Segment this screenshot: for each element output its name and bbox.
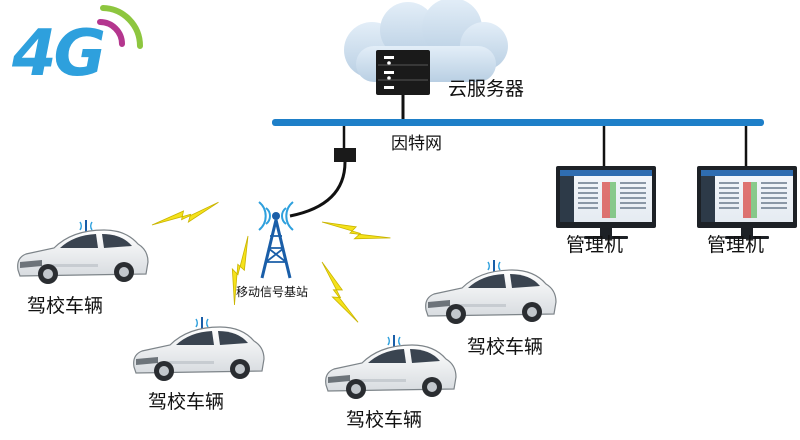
signal-bolt-3 — [319, 215, 391, 250]
car4-label: 驾校车辆 — [467, 336, 544, 358]
internet-label: 因特网 — [391, 134, 442, 154]
base-station-label: 移动信号基站 — [236, 285, 309, 299]
car1-label: 驾校车辆 — [27, 295, 104, 317]
pc-monitor-1 — [556, 166, 656, 239]
server-icon — [376, 50, 430, 122]
car-3 — [324, 334, 457, 400]
signal-bolt-4 — [316, 258, 359, 328]
signal-bolt-1 — [150, 201, 222, 232]
4g-signal-arcs — [97, 5, 143, 49]
pc1-label: 管理机 — [566, 234, 624, 256]
4g-logo: 4G — [12, 17, 106, 91]
car-4 — [424, 259, 557, 325]
car-2 — [132, 316, 265, 382]
cloud-server-label: 云服务器 — [448, 78, 525, 100]
tower-icon — [258, 201, 294, 279]
pc-monitor-2 — [697, 166, 797, 239]
car3-label: 驾校车辆 — [346, 409, 423, 431]
pc2-label: 管理机 — [707, 234, 765, 256]
internet-bus — [272, 119, 764, 126]
car-1 — [16, 219, 149, 285]
car2-label: 驾校车辆 — [148, 391, 225, 413]
modem-icon — [334, 148, 356, 162]
